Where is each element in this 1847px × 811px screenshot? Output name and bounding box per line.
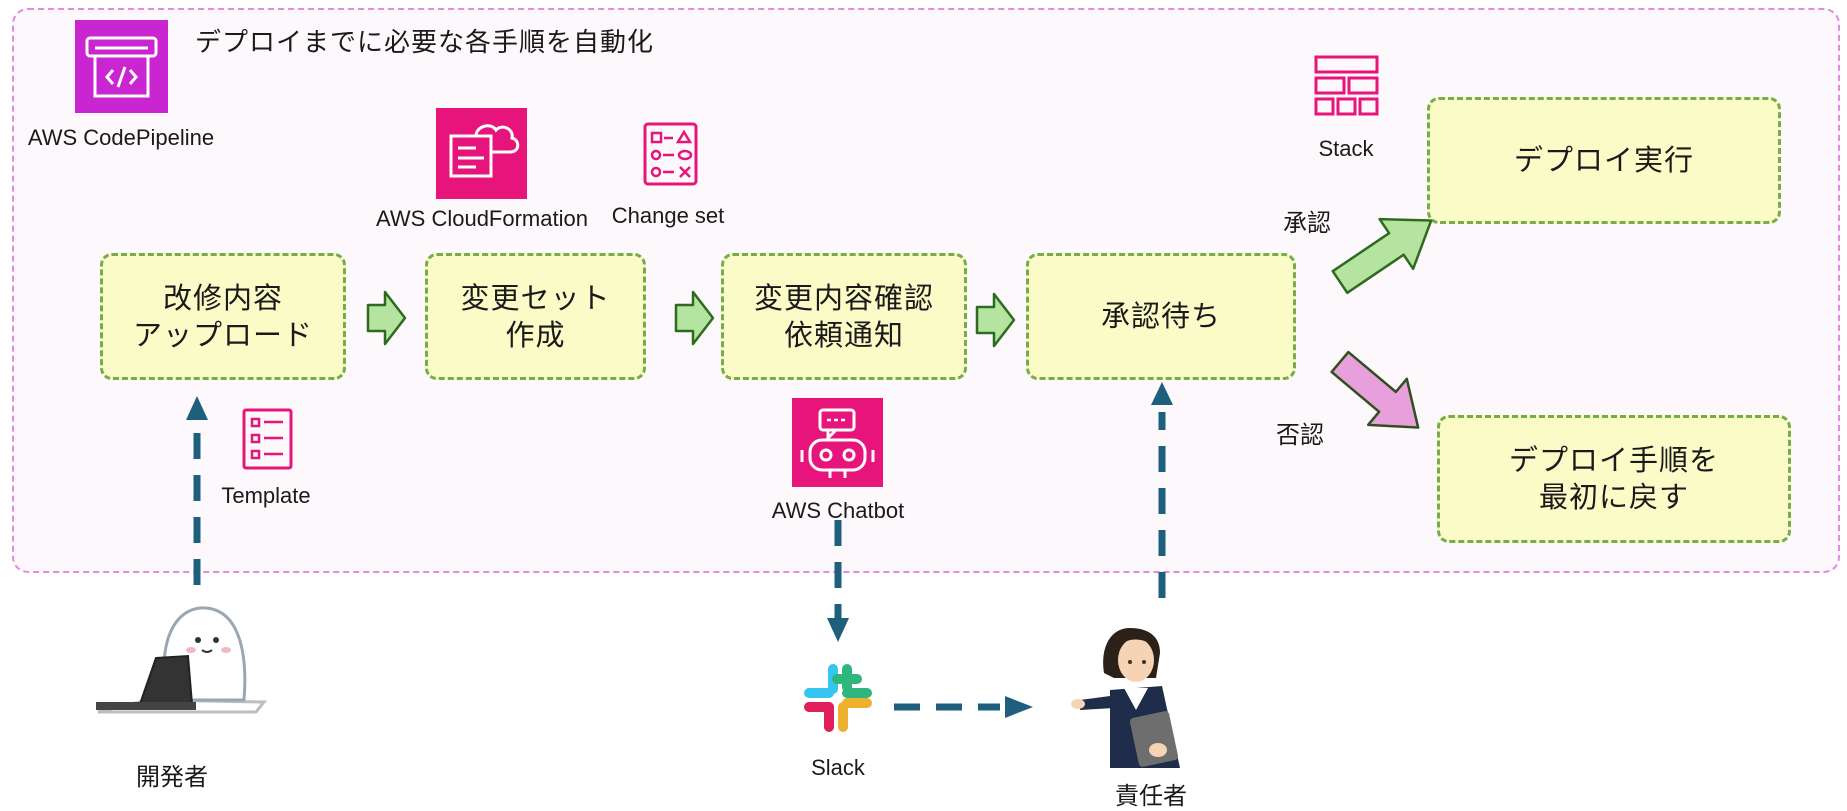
- stack-label: Stack: [1318, 136, 1374, 161]
- developer-label: 開発者: [136, 763, 208, 791]
- reject-label: 否認: [1276, 421, 1324, 449]
- step-waiting: 承認待ち: [1026, 253, 1296, 380]
- step-create-changeset: 変更セット作成: [425, 253, 646, 380]
- slack-logo: [800, 660, 876, 736]
- slack-label: Slack: [811, 755, 865, 780]
- step-revert: デプロイ手順を最初に戻す: [1437, 415, 1791, 543]
- businesswoman-illustration: [1070, 618, 1210, 768]
- approve-label: 承認: [1283, 209, 1331, 237]
- chatbot-label: AWS Chatbot: [771, 498, 905, 523]
- cloudformation-icon: [436, 108, 527, 199]
- step-notify: 変更内容確認依頼通知: [721, 253, 967, 380]
- step-upload: 改修内容アップロード: [100, 253, 346, 380]
- changeset-label: Change set: [611, 203, 725, 228]
- chatbot-icon: [792, 398, 883, 487]
- step-deploy: デプロイ実行: [1427, 97, 1781, 224]
- cloudformation-label: AWS CloudFormation: [376, 206, 588, 231]
- template-icon: [242, 408, 293, 470]
- template-label: Template: [221, 483, 311, 508]
- stack-icon: [1314, 55, 1379, 117]
- seal-developer-illustration: [88, 600, 268, 732]
- codepipeline-label: AWS CodePipeline: [27, 125, 215, 150]
- changeset-icon: [643, 122, 698, 186]
- owner-label: 責任者: [1115, 782, 1187, 810]
- region-title: デプロイまでに必要な各手順を自動化: [195, 28, 655, 58]
- codepipeline-icon: [75, 20, 168, 113]
